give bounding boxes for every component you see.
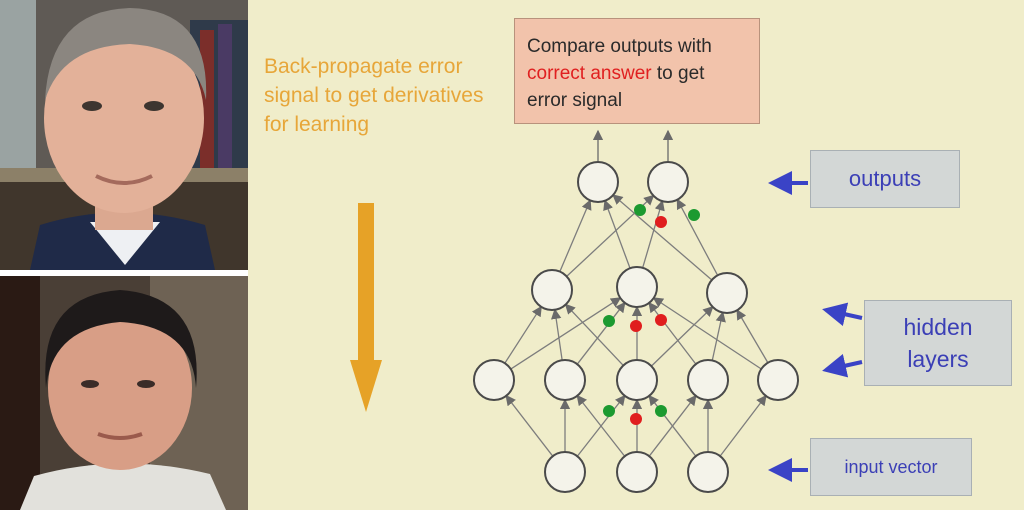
backprop-description: Back-propagate error signal to get deriv… [264, 55, 484, 136]
input-node-1 [544, 451, 586, 493]
input-node-2 [616, 451, 658, 493]
hidden2-node-3 [706, 272, 748, 314]
green-error-dot [655, 405, 667, 417]
red-error-dot [630, 320, 642, 332]
compare-outputs-box: Compare outputs with correct answer to g… [514, 18, 760, 124]
photo-divider [0, 270, 248, 276]
photo-top-person [0, 0, 248, 270]
edge-hidden1-hidden2 [650, 305, 714, 367]
edge-hidden2-output [612, 194, 713, 281]
edge-hidden2-output [603, 199, 631, 269]
edge-input-hidden1 [505, 394, 554, 457]
photo-bottom-person [0, 276, 248, 510]
red-error-dot [655, 216, 667, 228]
hidden-layers-text: hidden layers [903, 314, 973, 372]
output-node-1 [577, 161, 619, 203]
hidden1-node-2 [544, 359, 586, 401]
hidden1-node-1 [473, 359, 515, 401]
hidden-layers-label: hidden layers [864, 300, 1012, 386]
green-error-dot [634, 204, 646, 216]
edge-hidden1-hidden2 [711, 311, 726, 361]
input-vector-label: input vector [810, 438, 972, 496]
outputs-label: outputs [810, 150, 960, 208]
hidden1-node-5 [757, 359, 799, 401]
hidden-pointer-arrow-2 [822, 353, 863, 378]
edge-hidden2-output [676, 198, 719, 276]
compare-line-3: error signal [527, 90, 623, 111]
edge-hidden1-hidden2 [564, 303, 624, 366]
hidden-pointer-arrow-1 [822, 302, 863, 327]
edge-hidden2-output [642, 199, 665, 269]
red-error-dot [655, 314, 667, 326]
edge-hidden1-hidden2 [736, 309, 769, 364]
hidden2-node-1 [531, 269, 573, 311]
edge-hidden1-hidden2 [510, 297, 622, 370]
edge-hidden2-output [559, 199, 592, 272]
red-error-dot [630, 413, 642, 425]
edge-input-hidden1 [648, 394, 697, 457]
green-error-dot [603, 315, 615, 327]
edge-input-hidden1 [719, 394, 767, 457]
output-node-2 [647, 161, 689, 203]
edge-hidden1-hidden2 [652, 297, 762, 370]
hidden1-node-3 [616, 359, 658, 401]
edge-hidden1-hidden2 [551, 308, 563, 361]
green-error-dot [603, 405, 615, 417]
compare-line-1: Compare outputs with [527, 36, 712, 57]
input-node-3 [687, 451, 729, 493]
edge-hidden1-hidden2 [504, 305, 542, 364]
hidden2-node-2 [616, 266, 658, 308]
correct-answer-text: correct answer [527, 63, 652, 84]
green-error-dot [688, 209, 700, 221]
backprop-down-arrow [350, 203, 382, 412]
compare-line-2: to get [651, 63, 705, 84]
edge-input-hidden1 [576, 394, 626, 457]
hidden1-node-4 [687, 359, 729, 401]
edge-hidden1-hidden2 [648, 301, 697, 365]
edge-hidden1-hidden2 [576, 301, 626, 365]
